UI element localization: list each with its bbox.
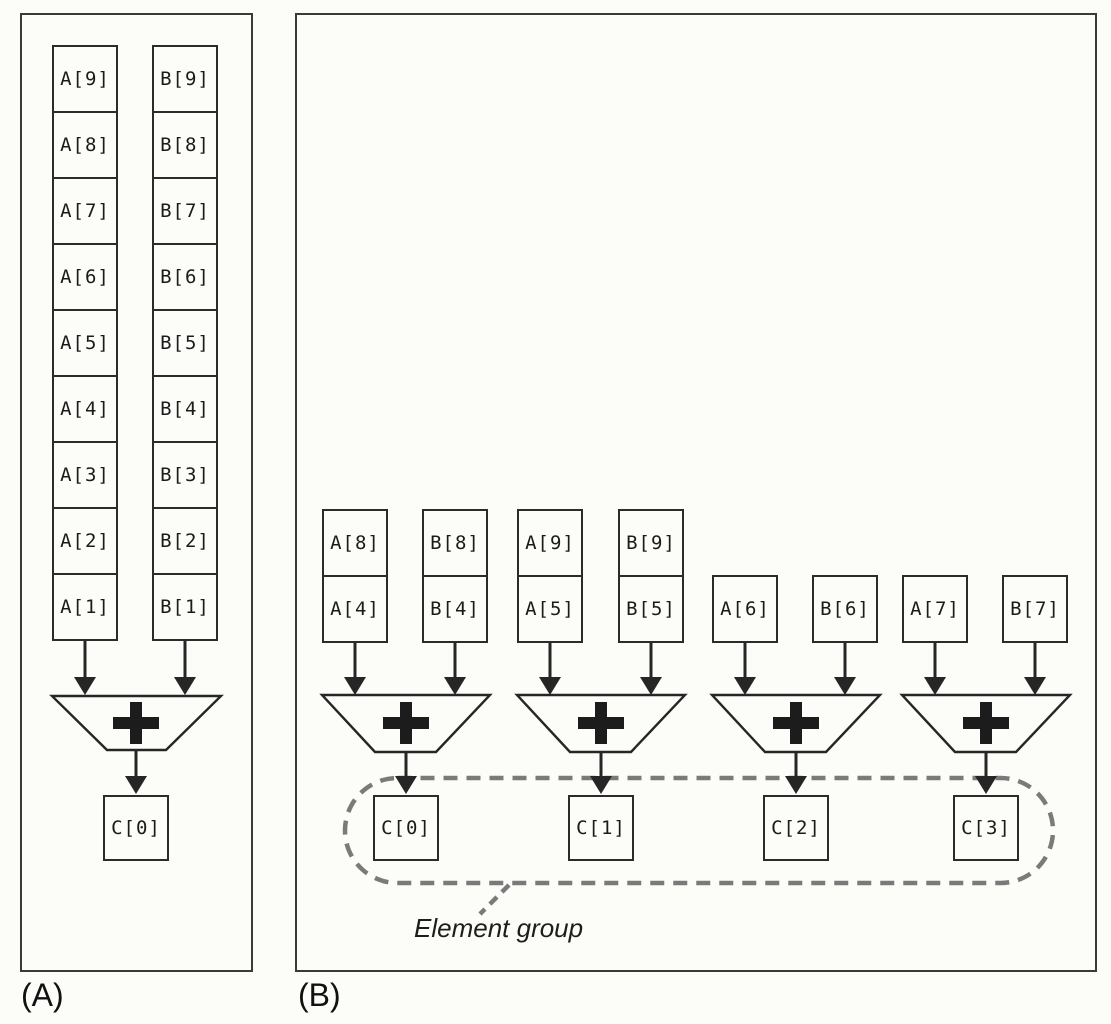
output-cell: C[3] (953, 795, 1019, 861)
array-cell: B[9] (152, 45, 218, 113)
array-cell: B[8] (152, 111, 218, 179)
panel-a-label: (A) (21, 977, 64, 1013)
array-cell: B[7] (152, 177, 218, 245)
array-cell: A[4] (52, 375, 118, 443)
array-cell: B[6] (812, 575, 878, 643)
panel-b-frame (295, 13, 1097, 972)
array-cell: B[6] (152, 243, 218, 311)
array-cell: A[3] (52, 441, 118, 509)
array-cell: B[5] (152, 309, 218, 377)
array-cell: B[4] (422, 575, 488, 643)
output-cell: C[2] (763, 795, 829, 861)
array-cell: A[6] (712, 575, 778, 643)
array-cell: A[8] (322, 509, 388, 577)
array-cell: A[4] (322, 575, 388, 643)
panel-a-frame (20, 13, 253, 972)
array-cell: A[9] (52, 45, 118, 113)
array-cell: B[9] (618, 509, 684, 577)
array-cell: A[5] (52, 309, 118, 377)
array-cell: B[3] (152, 441, 218, 509)
array-cell: A[8] (52, 111, 118, 179)
array-cell: B[5] (618, 575, 684, 643)
array-cell: B[7] (1002, 575, 1068, 643)
output-cell: C[0] (103, 795, 169, 861)
array-cell: A[6] (52, 243, 118, 311)
output-cell: C[1] (568, 795, 634, 861)
array-cell: A[9] (517, 509, 583, 577)
panel-b-label: (B) (298, 977, 341, 1013)
output-cell: C[0] (373, 795, 439, 861)
array-cell: B[2] (152, 507, 218, 575)
array-cell: A[5] (517, 575, 583, 643)
array-cell: B[8] (422, 509, 488, 577)
array-cell: A[1] (52, 573, 118, 641)
array-cell: A[2] (52, 507, 118, 575)
array-cell: B[4] (152, 375, 218, 443)
array-cell: B[1] (152, 573, 218, 641)
array-cell: A[7] (902, 575, 968, 643)
array-cell: A[7] (52, 177, 118, 245)
element-group-label: Element group (414, 913, 584, 943)
